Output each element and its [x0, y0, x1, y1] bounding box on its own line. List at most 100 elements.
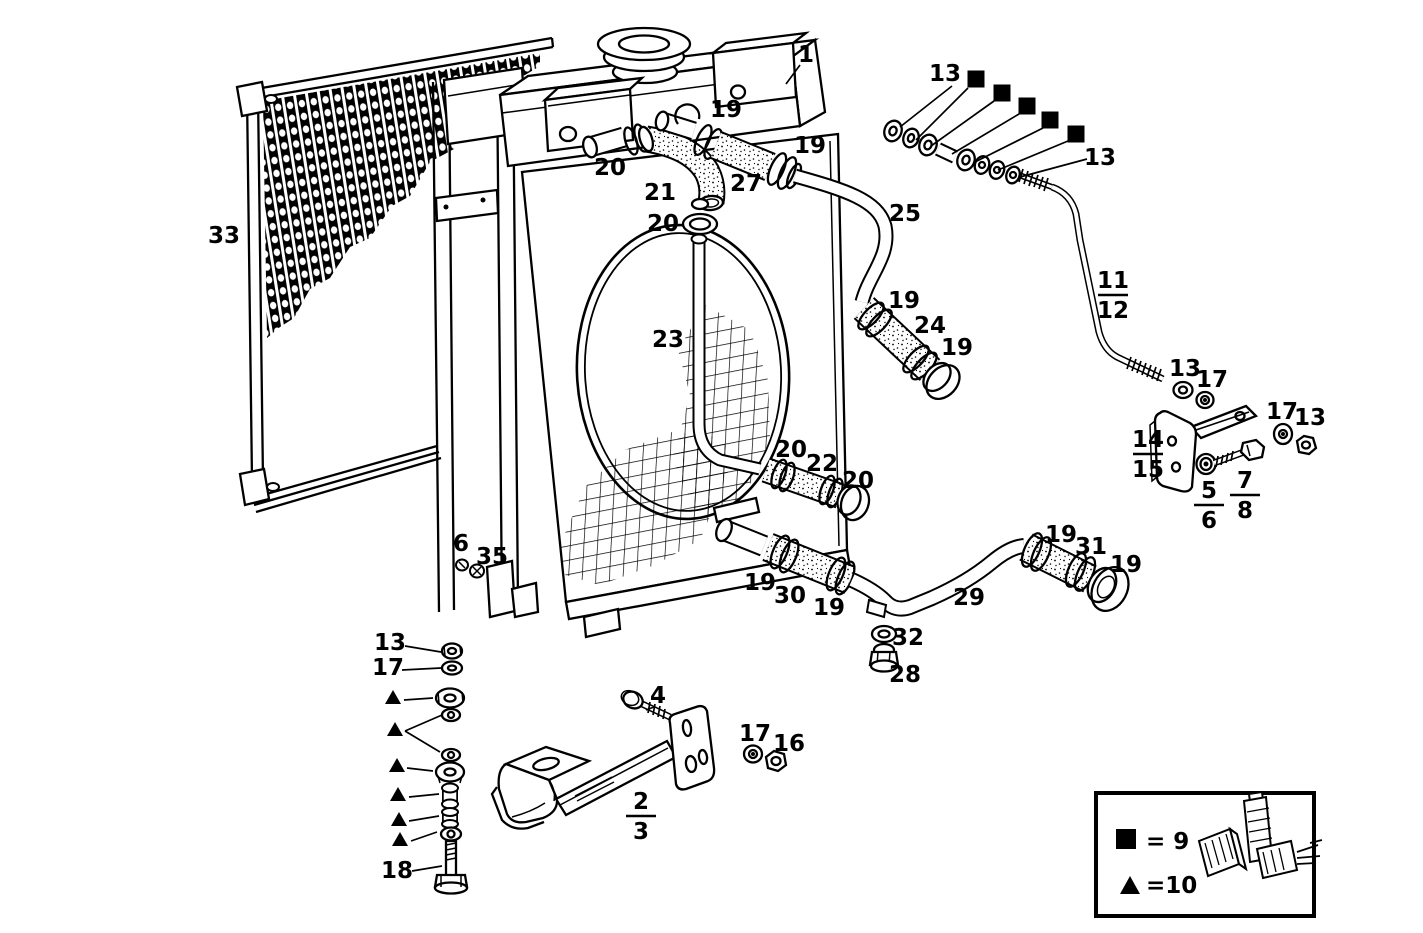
grille-corner-bottom [238, 467, 271, 507]
square-marker-part-9 [1018, 97, 1036, 115]
triangle-marker-part-10 [392, 832, 408, 846]
grille-pin-top [264, 94, 278, 104]
part-label-13: 13 [374, 630, 406, 656]
grille-panel [235, 36, 555, 514]
square-marker-part-9 [993, 84, 1011, 102]
small-hose-22 [761, 457, 871, 522]
legend-square-text: = 9 [1146, 829, 1189, 855]
part-label-19: 19 [794, 133, 826, 159]
fastener-chain [883, 119, 1215, 410]
part-label-18: 18 [381, 858, 413, 884]
screws-6-35 [455, 558, 485, 579]
triangle-marker-part-10 [385, 690, 401, 704]
overflow-tube [681, 197, 762, 476]
clamp-19-icon [693, 124, 713, 156]
part-label-23: 23 [652, 327, 684, 353]
clamp-hook [674, 103, 701, 125]
clamp-19-icon [1020, 532, 1044, 568]
fraction-bottom: 12 [1097, 298, 1129, 324]
triangle-marker-part-10 [389, 758, 405, 772]
clamp-19-icon [902, 344, 930, 374]
washer-32-icon [870, 624, 898, 644]
part-label-33: 33 [208, 223, 240, 249]
part-label-16: 16 [773, 731, 805, 757]
part-label-30: 30 [774, 583, 806, 609]
bottom-foot [582, 607, 622, 639]
washer-17-icon [440, 660, 464, 676]
square-marker-part-9 [1041, 111, 1059, 129]
mounting-bracket-right [708, 31, 811, 109]
part-label-17: 17 [739, 721, 771, 747]
part-label-31: 31 [1075, 534, 1107, 560]
legend-triangle-text: =10 [1146, 873, 1197, 899]
bottom-hoses [712, 496, 1130, 673]
fraction-bottom: 15 [1132, 457, 1164, 483]
triangle-marker-part-10 [391, 812, 407, 826]
clamp-19-icon [1064, 552, 1088, 588]
clamp-19-icon [769, 534, 791, 570]
washer-icon [956, 148, 976, 172]
triangle-marker-part-10 [390, 787, 406, 801]
drain-plug-28-icon [868, 642, 900, 673]
bracket-foot-front [497, 762, 559, 824]
fraction-top: 2 [633, 789, 649, 815]
square-marker-part-9 [967, 70, 985, 88]
tube-fitting [690, 197, 710, 211]
fraction-top: 11 [1097, 268, 1129, 294]
part-label-20: 20 [647, 211, 679, 237]
part-label-25: 25 [889, 201, 921, 227]
washer-icon [988, 160, 1006, 180]
inlet-stub [654, 110, 670, 132]
part-label-5-6: 56 [1194, 478, 1224, 534]
part-label-13: 13 [1294, 405, 1326, 431]
clamp-19-icon [766, 152, 788, 186]
part-label-20: 20 [775, 437, 807, 463]
part-label-19: 19 [1110, 552, 1142, 578]
legend-square-icon [1116, 829, 1136, 849]
filler-cap [596, 26, 692, 85]
part-label-19: 19 [888, 288, 920, 314]
part-label-27: 27 [730, 171, 762, 197]
part-label-20: 20 [594, 155, 626, 181]
leader-lines [401, 64, 1088, 872]
grille-mesh-texture [263, 53, 540, 338]
nut-13-icon [440, 642, 464, 660]
large-washer-icon [434, 687, 466, 709]
bracket-plate-14-15 [1153, 410, 1198, 493]
nut-13-icon [1172, 380, 1194, 400]
fan-opening-rim [575, 223, 791, 521]
fraction-bottom: 3 [633, 819, 649, 845]
part-label-19: 19 [941, 335, 973, 361]
bottom-stub [715, 517, 733, 543]
clamp-20-icon [681, 212, 719, 236]
part-label-21: 21 [644, 180, 676, 206]
bolt-18-icon [433, 839, 469, 895]
grille-corner-top [235, 80, 269, 118]
washer-icon [902, 127, 920, 149]
fraction-top: 5 [1201, 478, 1217, 504]
grille-pin-bottom [266, 482, 280, 492]
part-label-17: 17 [1196, 367, 1228, 393]
legend-box: = 9 =10 [1094, 790, 1323, 918]
nut-icon [918, 133, 938, 157]
lower-bracket [490, 689, 788, 830]
radiator-top-tank [498, 26, 827, 168]
part-label-19: 19 [813, 595, 845, 621]
part-label-24: 24 [914, 313, 946, 339]
upper-hoses [582, 103, 961, 401]
part-label-1: 1 [798, 42, 814, 68]
part-label-4: 4 [650, 683, 666, 709]
washer-icon [1005, 165, 1021, 185]
part-label-17: 17 [372, 655, 404, 681]
part-label-7-8: 78 [1230, 468, 1260, 524]
square-marker-part-9 [1067, 125, 1085, 143]
drain-tab [865, 598, 888, 619]
clamp-20-icon [770, 458, 788, 490]
part-label-2-3: 23 [626, 789, 656, 845]
fraction-bottom: 8 [1237, 498, 1253, 524]
outlet-stub [582, 135, 598, 159]
